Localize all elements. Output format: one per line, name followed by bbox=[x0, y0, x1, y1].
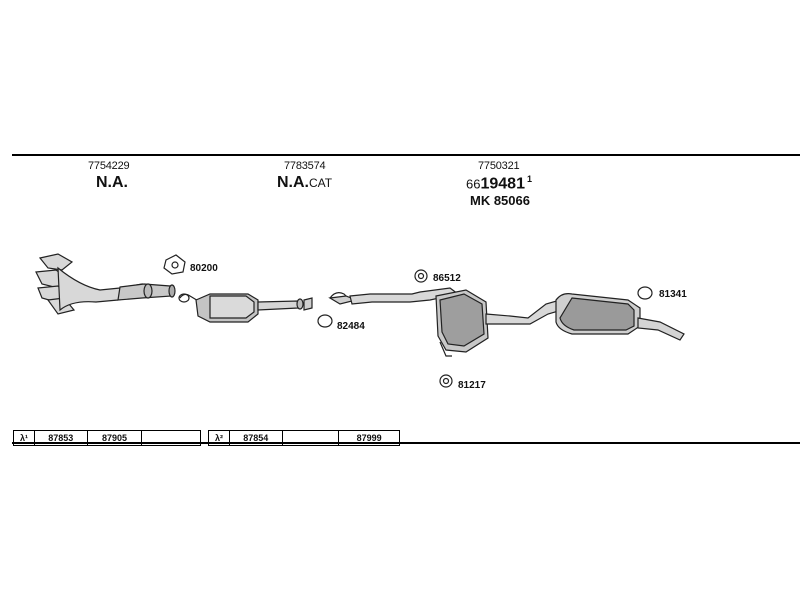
clamp-80200-icon bbox=[163, 254, 186, 275]
section2-label: N.A.CAT bbox=[277, 174, 332, 192]
lambda-2-symbol: λ² bbox=[209, 431, 230, 445]
lambda-1-symbol: λ¹ bbox=[14, 431, 35, 445]
label-81217: 81217 bbox=[458, 380, 486, 391]
section3-mk-label: MK 85066 bbox=[470, 193, 530, 208]
label-82484: 82484 bbox=[337, 321, 365, 332]
lambda-2-cell-2 bbox=[283, 431, 340, 445]
ring-81217-icon bbox=[439, 374, 453, 388]
label-80200: 80200 bbox=[190, 263, 218, 274]
hanger-81341-icon bbox=[637, 286, 653, 300]
lambda-1-cell-3 bbox=[142, 431, 200, 445]
section2-suffix: CAT bbox=[309, 176, 333, 190]
section1-part-number: 7754229 bbox=[88, 160, 130, 172]
lambda-1-cell-1: 87853 bbox=[35, 431, 88, 445]
section3-part-number: 7750321 bbox=[478, 160, 520, 172]
exhaust-manifold bbox=[35, 253, 176, 315]
section3-label-text: 19481 bbox=[480, 175, 525, 193]
ring-82484-icon bbox=[317, 314, 333, 328]
lambda-1-cell-2: 87905 bbox=[88, 431, 143, 445]
section1-label: N.A. bbox=[96, 174, 128, 192]
section2-part-number: 7783574 bbox=[284, 160, 326, 172]
label-81341: 81341 bbox=[659, 289, 687, 300]
section3-prefix: 66 bbox=[466, 176, 481, 192]
lambda-2-cell-1: 87854 bbox=[230, 431, 283, 445]
lambda-2-cell-3: 87999 bbox=[356, 433, 382, 443]
hanger-86512-icon bbox=[414, 269, 428, 283]
section2-label-text: N.A. bbox=[277, 174, 309, 191]
lambda-row-2: λ² 87854 87999 bbox=[208, 430, 400, 446]
section1-label-text: N.A. bbox=[96, 174, 128, 191]
label-86512: 86512 bbox=[433, 273, 461, 284]
catalytic-converter bbox=[178, 293, 313, 323]
lambda-row-1: λ¹ 87853 87905 bbox=[13, 430, 201, 446]
section3-superscript: 1 bbox=[526, 174, 532, 184]
top-divider bbox=[12, 154, 800, 156]
center-muffler-assembly bbox=[328, 287, 563, 357]
rear-muffler-assembly bbox=[555, 293, 685, 341]
